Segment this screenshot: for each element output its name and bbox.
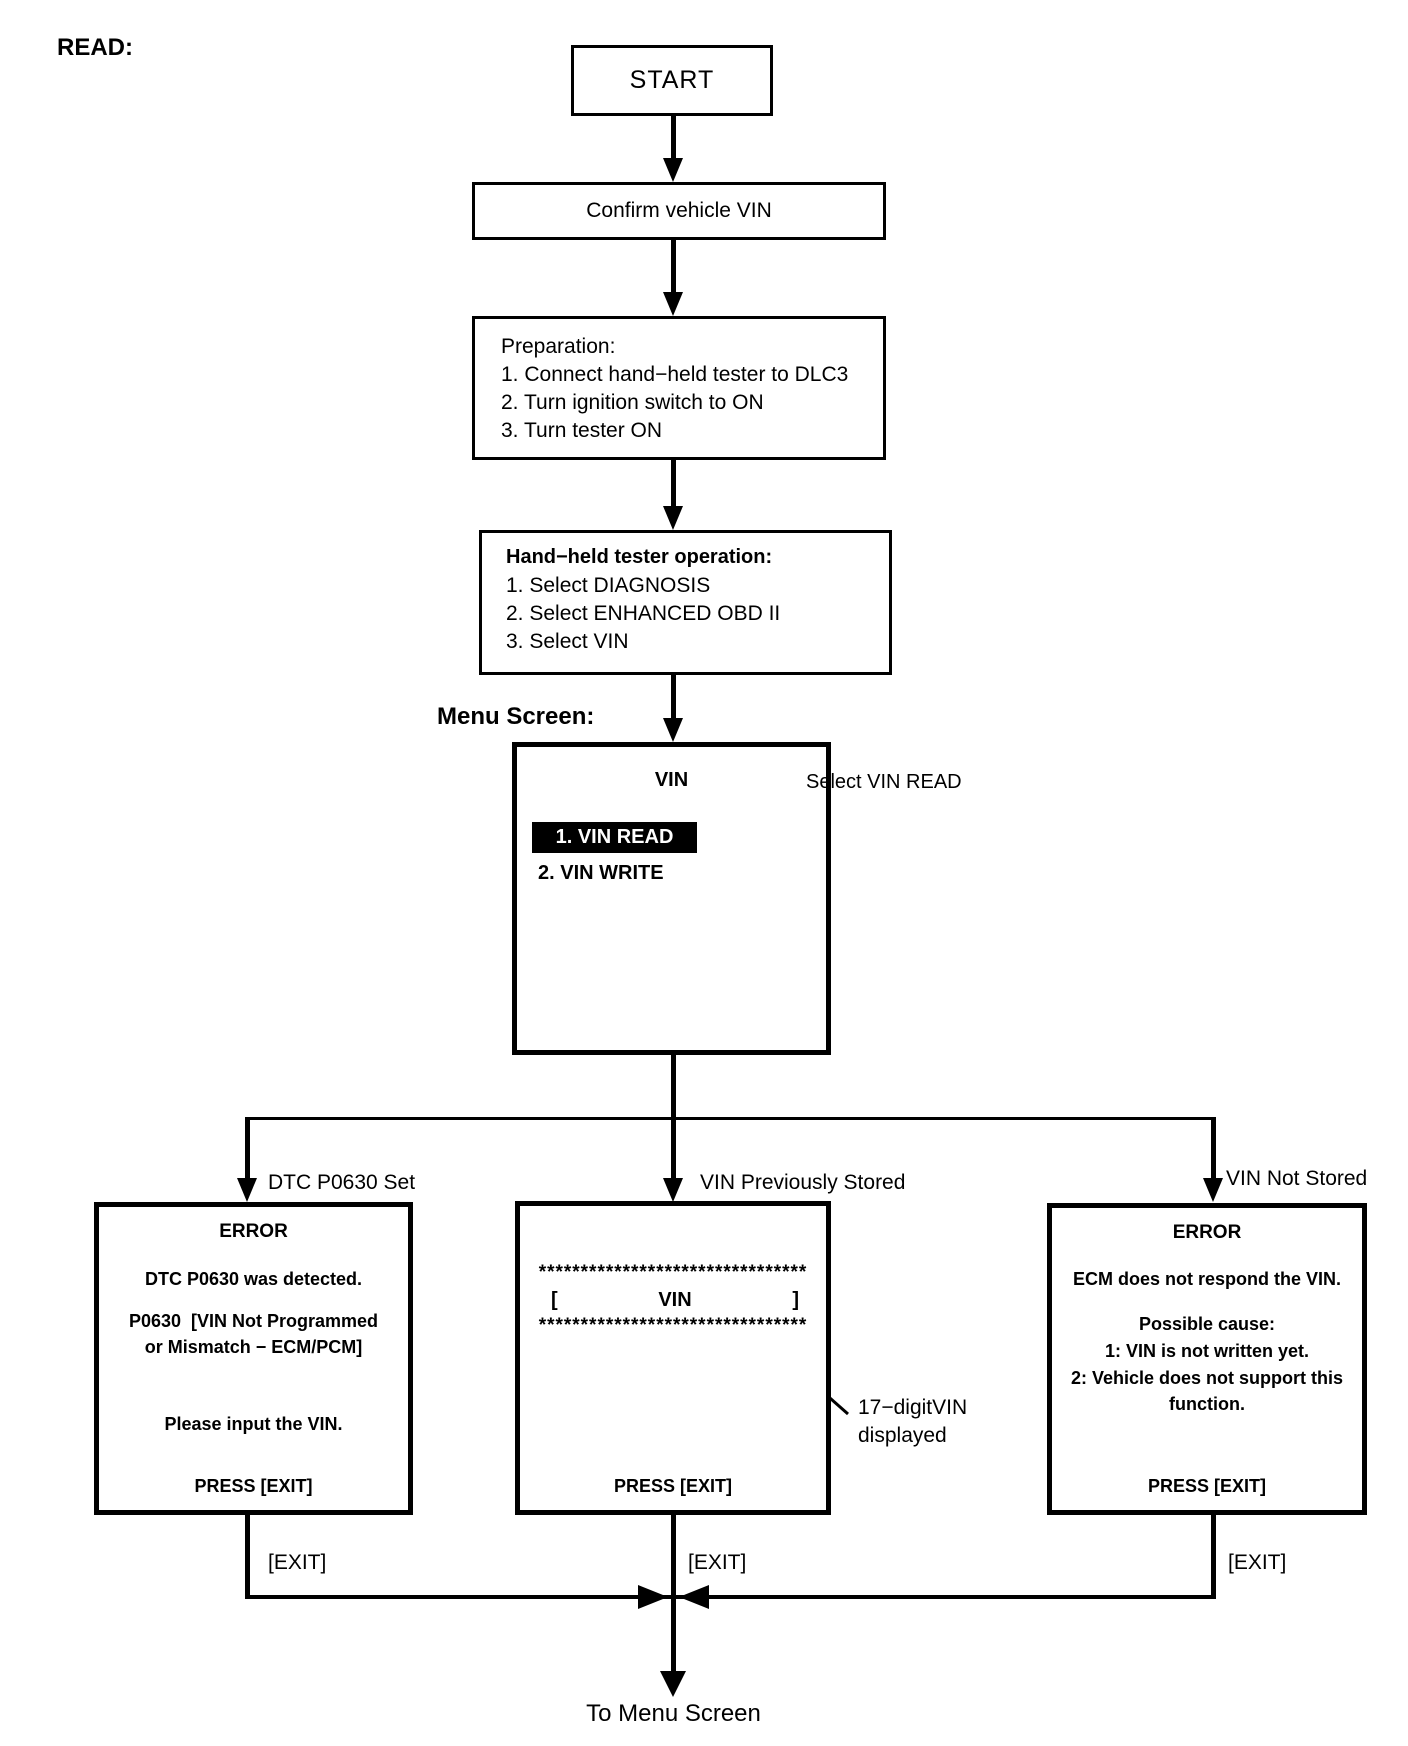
preparation-step-3: 3. Turn tester ON [501,419,663,442]
connector-branch-left [245,1120,250,1180]
error-dtc-line2b: or Mismatch − ECM/PCM] [144,1337,363,1357]
connector-confirm-preparation [671,240,676,292]
error-dtc-title: ERROR [219,1221,288,1242]
tester-operation-title: Hand−held tester operation: [506,546,773,568]
exit-label-left: [EXIT] [268,1551,327,1574]
menu-screen-label: Menu Screen: [437,703,595,730]
connector-exit-left [245,1515,250,1597]
vin-display-vin-label: VIN [658,1289,692,1311]
vin-display-stars-bottom: ******************************** [538,1315,808,1336]
connector-menu-branch [671,1055,676,1117]
connector-tester-menu [671,675,676,718]
error-dtc-line1: DTC P0630 was detected. [144,1269,363,1289]
vin-menu-node: VIN [512,742,831,1055]
arrowhead-right-icon [638,1585,668,1609]
vin-display-stars-top: ******************************** [538,1262,808,1283]
error-dtc-press-exit: PRESS [EXIT] [194,1476,313,1496]
select-vin-read-callout: Select VIN READ [806,771,962,793]
tester-operation-step-2: 2. Select ENHANCED OBD II [506,602,781,625]
confirm-vin-label: Confirm vehicle VIN [586,199,772,222]
connector-branch-middle [671,1120,676,1180]
arrowhead-down-icon [660,1671,686,1697]
error-ecm-line5: function. [1169,1394,1245,1414]
connector-exit-right [1211,1515,1216,1597]
error-ecm-box [1047,1203,1367,1515]
arrowhead-down-icon [663,1178,683,1202]
error-ecm-line2: Possible cause: [1138,1314,1276,1334]
vin-display-press-exit: PRESS [EXIT] [613,1476,733,1496]
menu-item-vin-read: 1. VIN READ [532,822,697,853]
vin-display-row: [ VIN ] [551,1289,799,1312]
branch-horizontal-line [245,1117,1216,1120]
vin-menu-title: VIN [654,769,689,791]
error-ecm-title: ERROR [1172,1222,1242,1243]
error-ecm-line4: 2: Vehicle does not support this [1070,1368,1344,1388]
menu-item-vin-read-label: 1. VIN READ [555,826,674,848]
arrowhead-left-icon [679,1585,709,1609]
connector-exit-middle [671,1515,676,1597]
tester-operation-step-1: 1. Select DIAGNOSIS [506,574,711,597]
error-ecm-line3: 1: VIN is not written yet. [1104,1341,1310,1361]
exit-label-middle: [EXIT] [688,1551,747,1574]
error-dtc-line3: Please input the VIN. [164,1414,343,1434]
preparation-title: Preparation: [501,335,616,358]
tester-operation-node: Hand−held tester operation: 1. Select DI… [479,530,892,675]
vin-annotation-line2: displayed [858,1424,947,1447]
error-dtc-line2a: P0630 [VIN Not Programmed [128,1311,379,1331]
vin-annotation-line1: 17−digitVIN [858,1396,968,1419]
arrowhead-down-icon [663,718,683,742]
start-node: START [571,45,773,116]
error-ecm-line1: ECM does not respond the VIN. [1072,1269,1341,1289]
connector-branch-right [1211,1120,1216,1180]
arrowhead-down-icon [237,1178,257,1202]
vin-display-bracket-open: [ [551,1289,558,1311]
menu-item-vin-write: 2. VIN WRITE [538,862,664,884]
arrowhead-down-icon [1203,1178,1223,1202]
error-ecm-press-exit: PRESS [EXIT] [1147,1476,1267,1496]
merge-horizontal-line [245,1595,1216,1599]
section-label-read: READ: [57,34,133,61]
confirm-vin-node: Confirm vehicle VIN [472,182,886,240]
branch-label-dtc-set: DTC P0630 Set [268,1171,416,1194]
branch-label-vin-stored: VIN Previously Stored [700,1171,906,1194]
preparation-node: Preparation: 1. Connect hand−held tester… [472,316,886,460]
connector-preparation-tester [671,460,676,506]
start-node-label: START [629,66,715,94]
arrowhead-down-icon [663,506,683,530]
error-dtc-box [94,1202,413,1515]
to-menu-screen-label: To Menu Screen [586,1700,761,1727]
exit-label-right: [EXIT] [1228,1551,1287,1574]
branch-label-vin-not-stored: VIN Not Stored [1226,1167,1368,1190]
vin-display-box [515,1201,831,1515]
connector-merge-end [671,1597,676,1673]
arrowhead-down-icon [663,292,683,316]
tester-operation-step-3: 3. Select VIN [506,630,629,653]
preparation-step-1: 1. Connect hand−held tester to DLC3 [501,363,849,386]
connector-start-confirm [671,116,676,162]
vin-display-bracket-close: ] [792,1289,799,1311]
arrowhead-down-icon [663,158,683,182]
preparation-step-2: 2. Turn ignition switch to ON [501,391,764,414]
